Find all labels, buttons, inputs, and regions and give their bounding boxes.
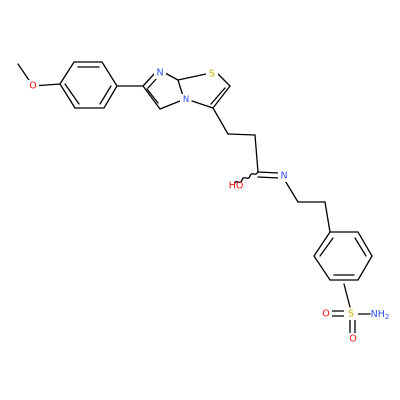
imid-n4-c5 [159, 100, 181, 110]
imid-c5-c6 [142, 85, 161, 110]
bond-c-oh-wavy [234, 171, 259, 184]
bond-c-n-imine [257, 171, 280, 174]
sulfonyl-sulfur-label: S [348, 309, 354, 320]
chain-1 [212, 107, 229, 135]
thz-s-c2 [217, 73, 231, 87]
amine-nh-text: NH [371, 309, 385, 320]
imine-nitrogen-label: N [280, 171, 287, 182]
sulfophenyl-double-3 [354, 237, 367, 257]
bond-lines [17, 61, 373, 335]
thz-c3-n4 [191, 100, 214, 109]
methoxy-oxygen-label: O [29, 81, 36, 92]
chain-c-ring [324, 201, 331, 233]
hydroxyl-label: HO [229, 181, 244, 192]
bond-c-n-imine-double [257, 176, 280, 179]
amine-label: NH2 [371, 309, 390, 322]
methoxyphenyl-ring [59, 61, 118, 109]
imidazole-nitrogen-label: N [156, 68, 163, 79]
imid-c7a-n4 [177, 79, 184, 97]
atom-labels: O N S N N HO S O O NH2 [27, 67, 389, 345]
thz-c2-c3-double [210, 87, 226, 105]
bond-ring-s [343, 283, 351, 308]
sulfophenyl-ring [313, 231, 373, 281]
imid-c5-c6-double [146, 88, 159, 104]
chain-n-c [283, 178, 299, 203]
amine-subscript: 2 [385, 313, 389, 321]
thiazole-sulfur-label: S [209, 69, 215, 80]
methoxyphenyl-double-3 [64, 83, 80, 105]
chain-3 [254, 134, 259, 173]
methoxyphenyl-double-2 [99, 85, 112, 105]
imid-n-c7a [164, 72, 179, 81]
thz-c2-c3 [212, 85, 231, 109]
imid-c6-n-double [147, 77, 158, 89]
chain-2 [227, 133, 256, 136]
imid-c6-n [142, 72, 156, 87]
thz-c7a-s [177, 73, 207, 81]
sulfonyl-oxygen-bottom-label: O [349, 334, 356, 345]
sulfonyl-oxygen-left-label: O [322, 309, 329, 320]
bridgehead-nitrogen-label: N [183, 95, 189, 105]
sulfophenyl-double-1 [319, 237, 334, 257]
